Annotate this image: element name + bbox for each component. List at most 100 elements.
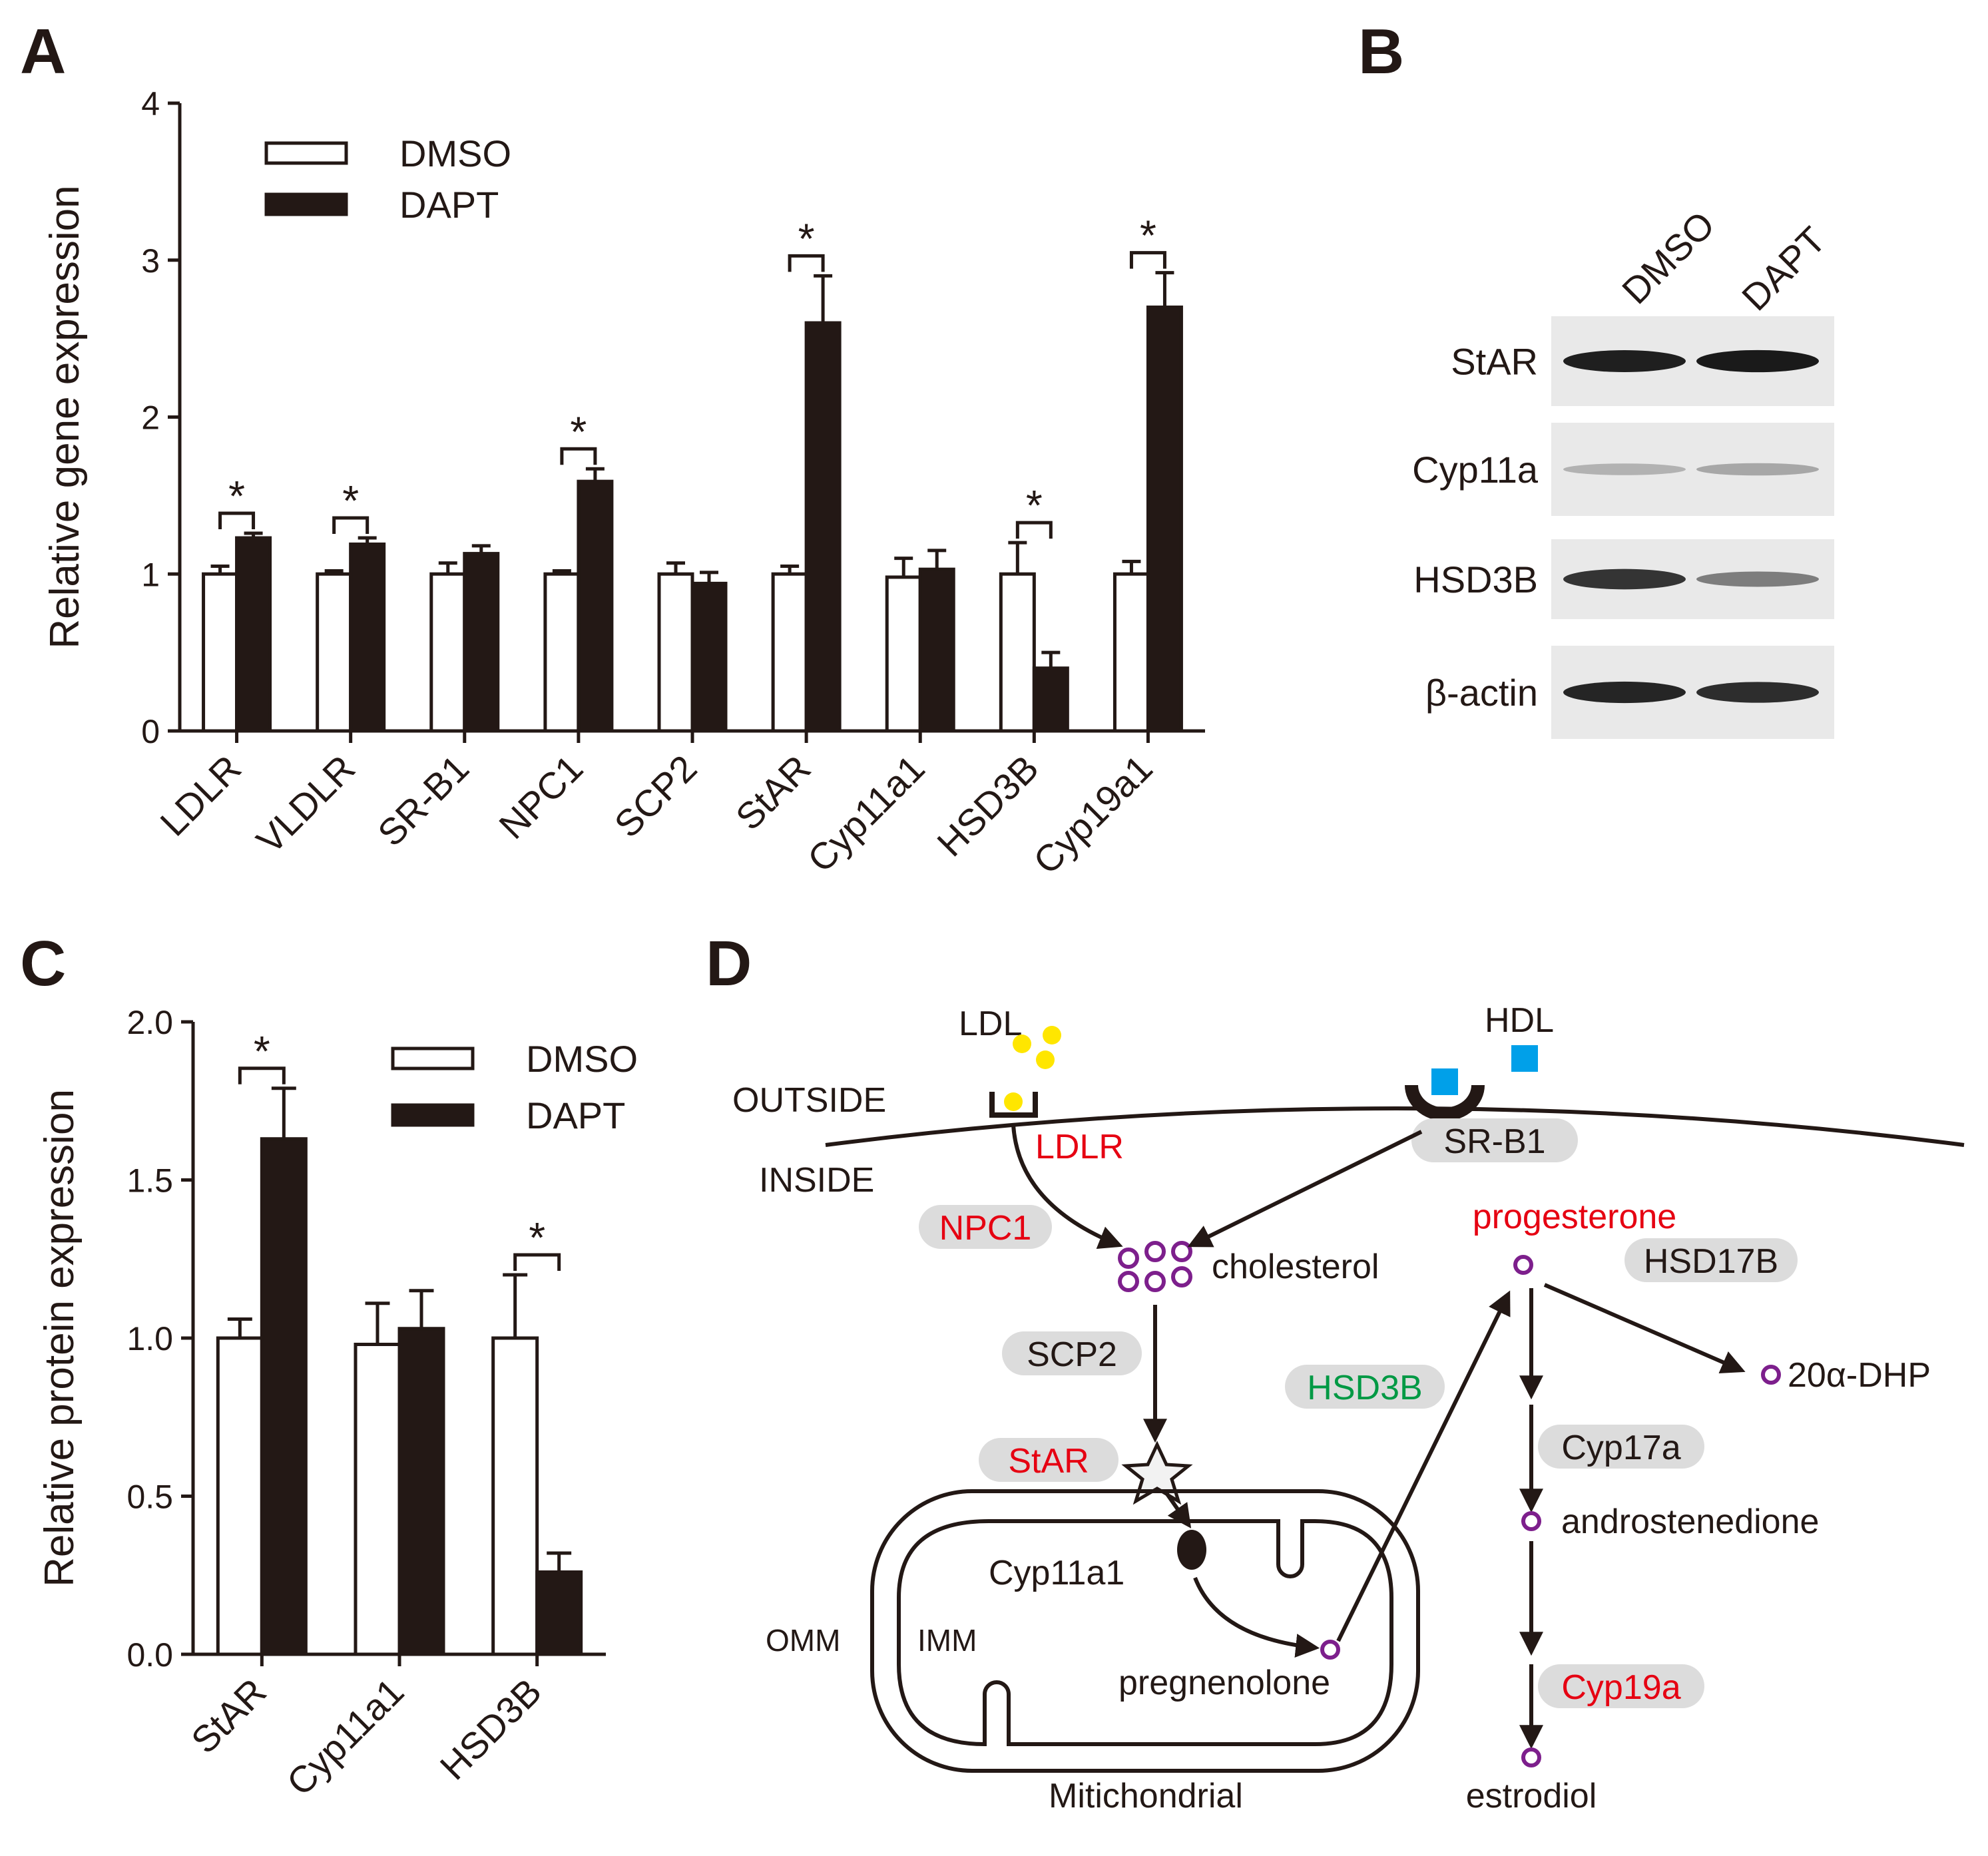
- significance-marker: *: [798, 214, 815, 262]
- bar-dmso: [771, 572, 808, 733]
- y-tick-label: 1.0: [126, 1320, 173, 1357]
- cyp11a1-enzyme-icon: [1177, 1530, 1206, 1570]
- y-tick-label: 0.5: [126, 1479, 173, 1516]
- significance-marker: *: [570, 407, 587, 455]
- arrow-pregnenolone-to-progesterone: [1336, 1290, 1511, 1642]
- dhp-molecule-icon: [1761, 1365, 1781, 1385]
- y-axis-label: Relative gene expression: [42, 185, 88, 648]
- androstenedione-molecule-icon: [1521, 1511, 1541, 1531]
- bar-dapt: [1146, 305, 1183, 733]
- bar-dmso: [885, 575, 922, 733]
- y-tick-label: 1: [141, 556, 160, 593]
- legend-label-dapt: DAPT: [399, 184, 499, 226]
- estradiol-molecule-icon: [1521, 1747, 1541, 1767]
- arrow-srb1-to-cholesterol: [1187, 1130, 1423, 1248]
- label-imm: IMM: [917, 1623, 977, 1658]
- pill-hsd17b: [1624, 1238, 1798, 1282]
- significance-bracket: [238, 1066, 286, 1084]
- x-tick-label: Cyp11a1: [800, 747, 933, 880]
- pill-cyp17a: [1538, 1425, 1704, 1469]
- y-tick-label: 0: [141, 713, 160, 750]
- bar-dmso: [354, 1343, 401, 1656]
- significance-bracket: [1129, 251, 1166, 269]
- significance-marker: *: [228, 472, 245, 520]
- bar-dapt: [349, 542, 386, 733]
- x-tick-label: HSD3B: [929, 747, 1047, 865]
- inner-mitochondrial-membrane: [897, 1519, 1393, 1747]
- label-star: StAR: [1008, 1442, 1089, 1481]
- cell-membrane: [825, 1106, 1965, 1147]
- label-20a-dhp: 20α-DHP: [1788, 1356, 1931, 1395]
- y-tick-label: 2.0: [126, 1004, 173, 1041]
- x-tick-label: Cyp11a1: [278, 1670, 411, 1803]
- star-protein-icon: [1121, 1441, 1193, 1505]
- blot-band: [1563, 569, 1686, 590]
- y-tick-label: 3: [141, 242, 160, 280]
- legend-label-dmso: DMSO: [399, 132, 511, 174]
- bar-dapt: [463, 552, 500, 733]
- ldl-particle-icon: [1036, 1050, 1055, 1069]
- ldl-receptor-icon: [989, 1092, 1038, 1118]
- pill-scp2: [1002, 1331, 1142, 1375]
- steroidogenesis-pathway: OUTSIDE INSIDE LDL HDL SR-B1 LDLR NPC1 c…: [732, 1001, 1965, 1815]
- y-tick-label: 0.0: [126, 1636, 173, 1674]
- arrow-star-to-cyp11a1: [1163, 1490, 1192, 1528]
- y-tick-label: 2: [141, 399, 160, 437]
- bar-dapt: [577, 479, 614, 733]
- bar-dapt: [535, 1570, 583, 1656]
- srb1-receptor-icon: [1405, 1085, 1485, 1121]
- arrow-cyp11a1-to-pregnenolone: [1193, 1576, 1320, 1658]
- ldl-particle-icon: [1013, 1035, 1031, 1053]
- x-tick-label: StAR: [183, 1670, 274, 1761]
- blot-row-label: β-actin: [1425, 672, 1538, 714]
- x-tick-label: VLDLR: [248, 747, 363, 861]
- panel-letter-b: B: [1358, 16, 1404, 87]
- pill-star: [979, 1438, 1118, 1482]
- bar-dapt: [804, 321, 842, 733]
- outer-mitochondrial-membrane: [870, 1489, 1420, 1773]
- significance-marker: *: [342, 477, 359, 525]
- label-cholesterol: cholesterol: [1212, 1248, 1379, 1286]
- bar-dapt: [918, 567, 955, 733]
- x-tick-label: SR-B1: [370, 747, 477, 854]
- blot-band: [1563, 350, 1686, 372]
- significance-marker: *: [529, 1214, 545, 1262]
- label-hdl: HDL: [1485, 1001, 1554, 1040]
- bar-dapt: [397, 1327, 445, 1656]
- label-hsd17b: HSD17B: [1644, 1242, 1778, 1281]
- panel-letter-c: C: [20, 928, 66, 999]
- label-scp2: SCP2: [1027, 1335, 1117, 1374]
- x-tick-label: SCP2: [606, 747, 704, 845]
- significance-bracket: [513, 1253, 561, 1271]
- bar-dapt: [690, 581, 728, 733]
- legend-swatch-dapt: [264, 192, 348, 216]
- label-outside: OUTSIDE: [732, 1081, 886, 1120]
- label-androstenedione: androstenedione: [1561, 1503, 1819, 1541]
- significance-bracket: [788, 254, 825, 272]
- bar-dmso: [429, 572, 467, 733]
- x-tick-label: Cyp19a1: [1025, 747, 1160, 882]
- x-tick-label: NPC1: [491, 747, 591, 847]
- y-axis-label: Relative protein expression: [37, 1089, 83, 1587]
- label-mitochondrial: Mitichondrial: [1049, 1777, 1243, 1815]
- x-tick-label: StAR: [728, 747, 819, 838]
- hdl-bound-particle-icon: [1431, 1068, 1458, 1095]
- bar-dapt: [260, 1137, 308, 1656]
- label-cyp19a: Cyp19a: [1561, 1668, 1680, 1707]
- significance-marker: *: [254, 1027, 270, 1075]
- arrow-ldlr-to-cholesterol: [1011, 1124, 1123, 1250]
- hdl-particle-icon: [1511, 1045, 1538, 1072]
- label-ldl: LDL: [959, 1005, 1022, 1043]
- arrow-progesterone-to-dhp: [1543, 1283, 1746, 1374]
- pill-npc1: [919, 1205, 1052, 1249]
- chart-a-legend: DMSO DAPT: [264, 132, 511, 226]
- label-cyp11a1: Cyp11a1: [989, 1554, 1124, 1592]
- bar-dmso: [491, 1336, 539, 1656]
- label-omm: OMM: [766, 1623, 840, 1658]
- label-ldlr: LDLR: [1035, 1128, 1124, 1166]
- legend-swatch-dmso: [391, 1046, 475, 1070]
- blot-row-label: HSD3B: [1413, 559, 1538, 600]
- bar-dmso: [657, 572, 694, 733]
